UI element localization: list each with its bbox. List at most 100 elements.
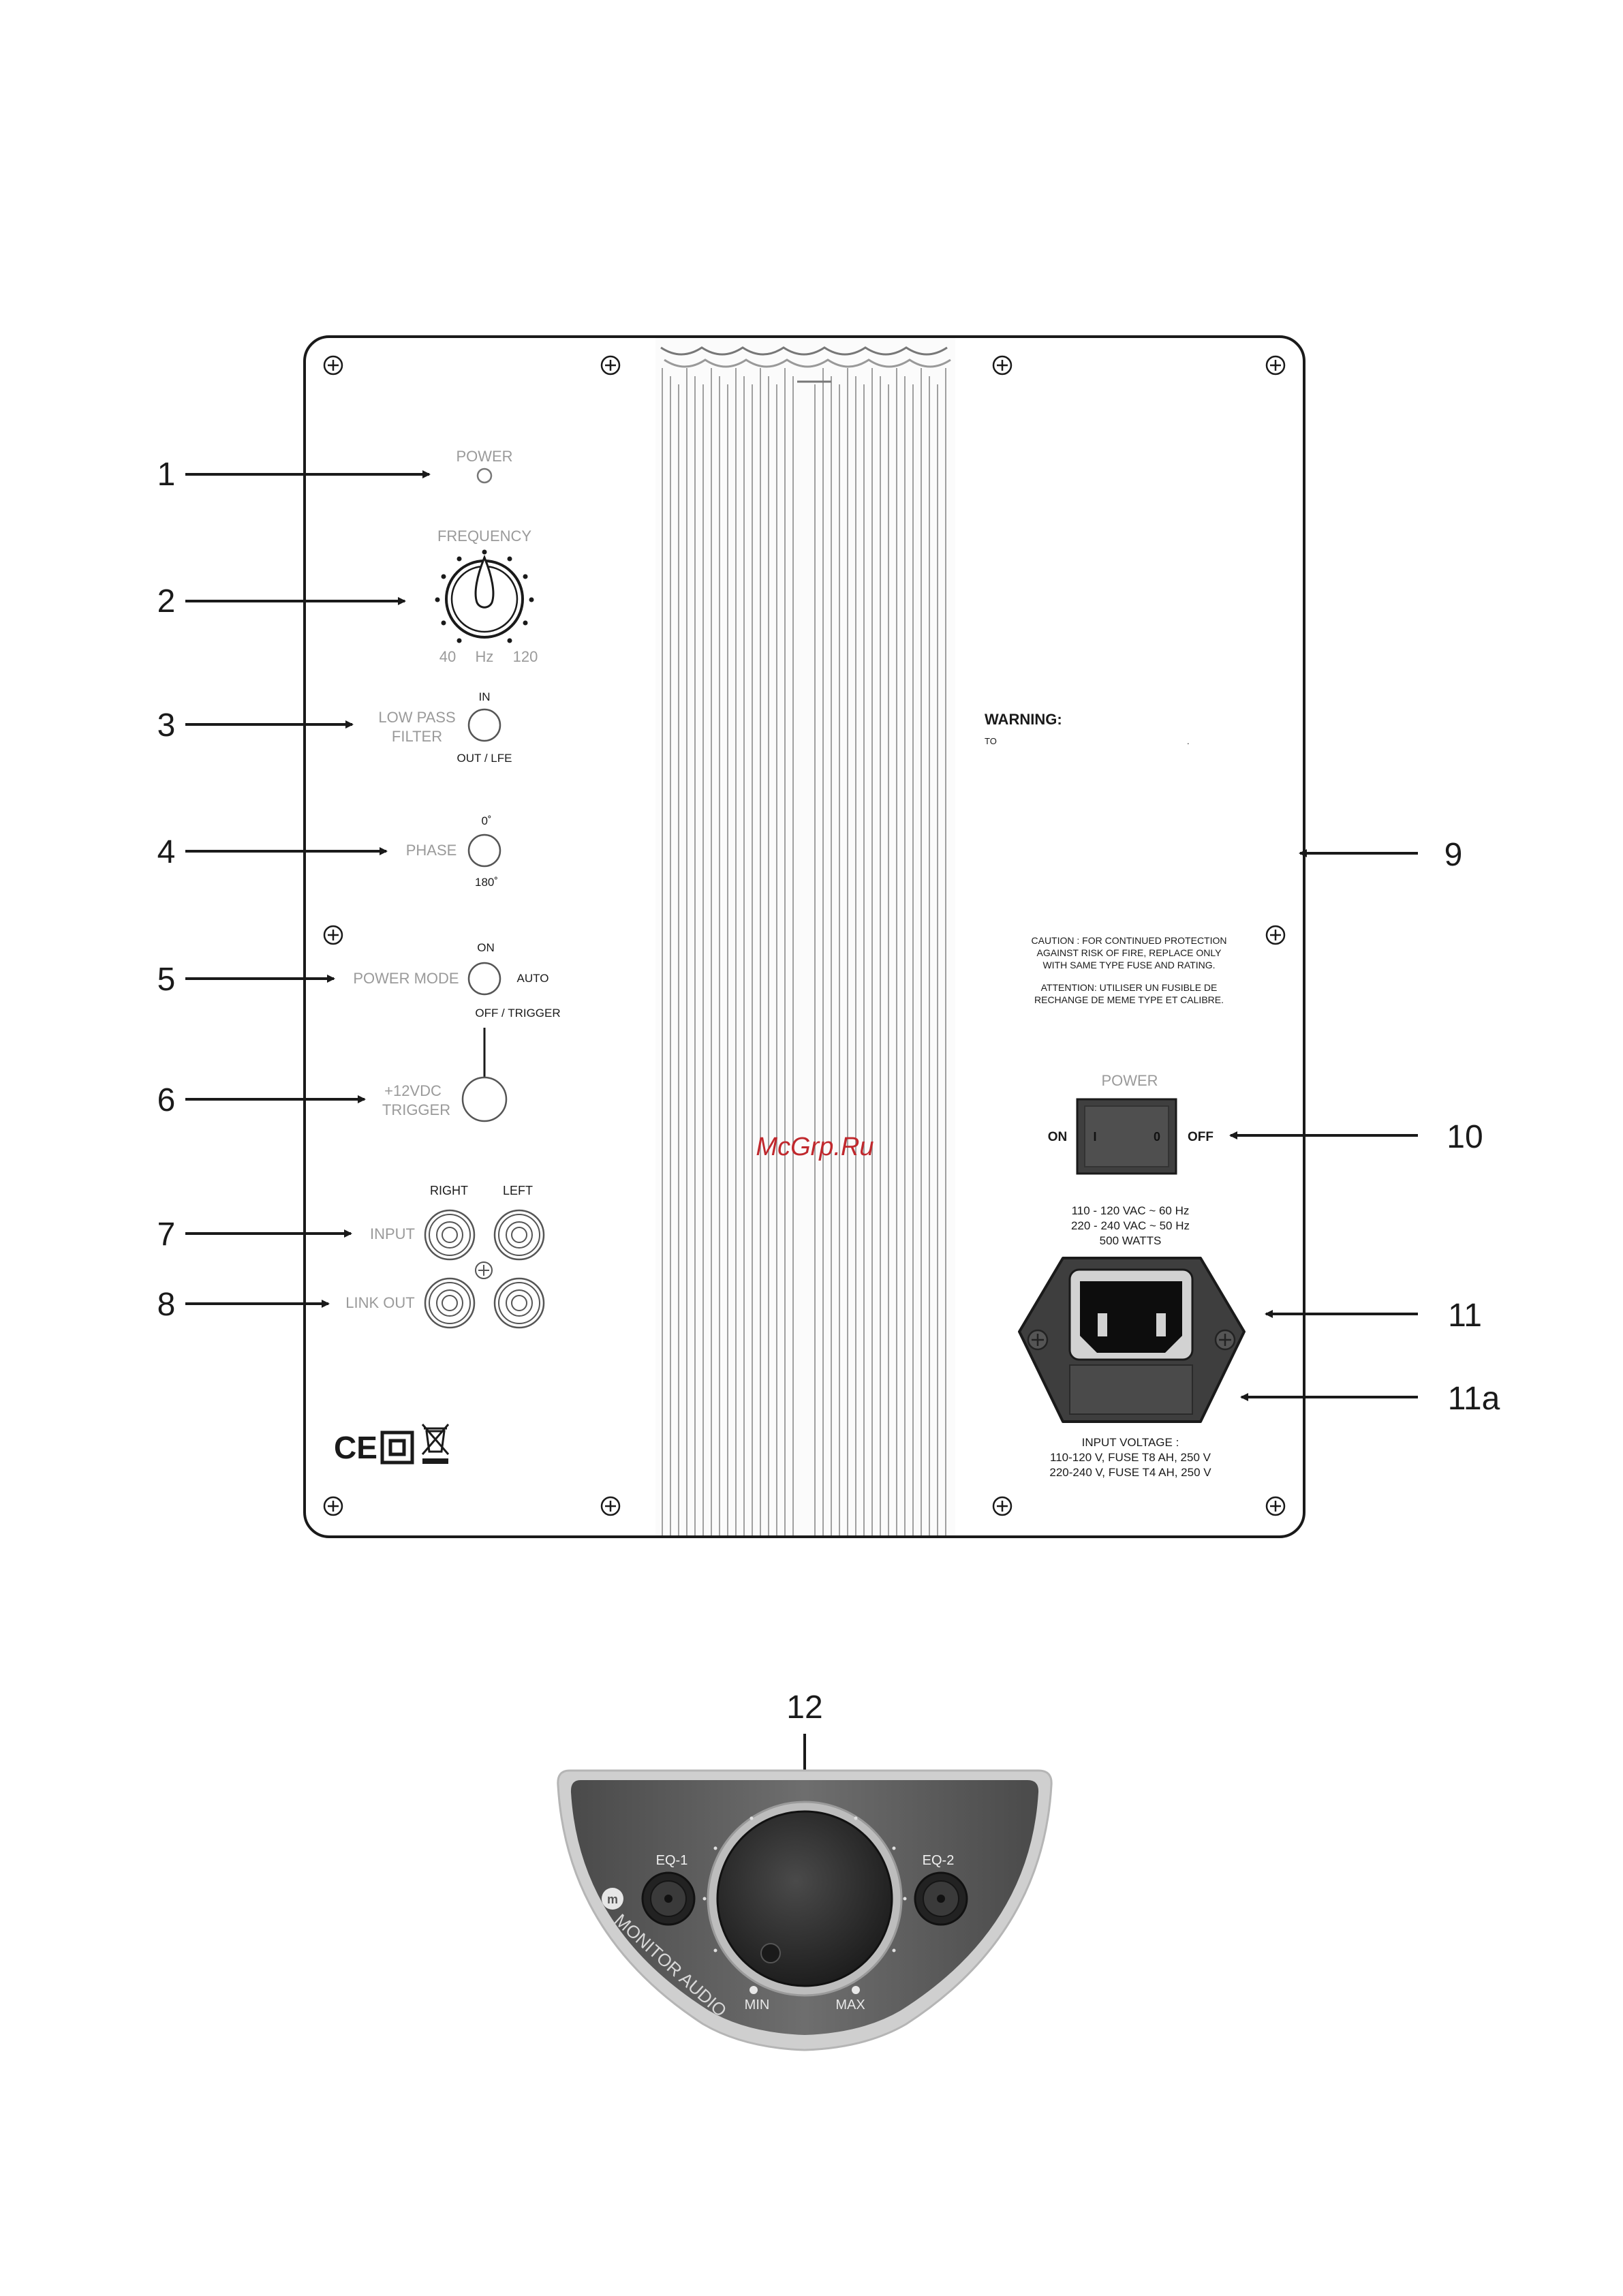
fuse-rating: INPUT VOLTAGE : 110-120 V, FUSE T8 AH, 2…	[1049, 1436, 1211, 1479]
power-mode-label: POWER MODE	[353, 970, 459, 987]
screw-icon	[1265, 355, 1286, 376]
callout-11a: 11a	[1448, 1381, 1500, 1417]
iec-power-inlet[interactable]	[1018, 1257, 1246, 1423]
link-out-right-rca[interactable]	[424, 1277, 476, 1329]
caution-notice: CAUTION : FOR CONTINUED PROTECTION AGAIN…	[1032, 935, 1227, 1005]
lpf-label-line2: FILTER	[392, 728, 442, 745]
screw-icon	[992, 1496, 1013, 1516]
eq2-label: EQ-2	[923, 1853, 955, 1868]
knob-scale-ticks	[702, 1816, 907, 1953]
power-mode-switch[interactable]	[467, 962, 501, 996]
link-out-left-rca[interactable]	[493, 1277, 545, 1329]
phase-label: PHASE	[406, 842, 457, 859]
power-mode-auto-label: AUTO	[517, 972, 549, 985]
switch-on-label: ON	[1048, 1130, 1068, 1144]
callout-4: 4	[157, 834, 176, 870]
svg-text:110-120 V, FUSE T8 AH, 250 V: 110-120 V, FUSE T8 AH, 250 V	[1050, 1451, 1211, 1464]
ground-screw-icon	[475, 1261, 493, 1279]
svg-text:500 WATTS: 500 WATTS	[1100, 1234, 1162, 1247]
svg-text:I: I	[1093, 1130, 1096, 1144]
phase-180-label: 180˚	[475, 876, 498, 889]
trigger-jack[interactable]	[461, 1076, 508, 1122]
knob-indicator-dot	[760, 1943, 781, 1963]
monitor-audio-logo-icon: m	[602, 1888, 623, 1910]
screw-icon	[600, 355, 621, 376]
screw-icon	[323, 925, 343, 945]
warning-text-end: .	[1187, 736, 1190, 746]
watermark: McGrp.Ru	[756, 1133, 874, 1161]
volume-knob[interactable]	[716, 1810, 893, 1987]
svg-text:110 - 120 VAC ~ 60 Hz: 110 - 120 VAC ~ 60 Hz	[1072, 1204, 1190, 1217]
callout-arrows	[185, 470, 1418, 1877]
input-label: INPUT	[370, 1225, 415, 1242]
callout-10: 10	[1447, 1119, 1483, 1155]
input-right-rca[interactable]	[424, 1209, 476, 1261]
min-label: MIN	[745, 1997, 770, 2012]
frequency-knob[interactable]	[435, 549, 534, 643]
link-out-label: LINK OUT	[345, 1294, 414, 1311]
switch-off-label: OFF	[1188, 1130, 1214, 1144]
svg-text:ATTENTION: UTILISER UN FUSIBLE: ATTENTION: UTILISER UN FUSIBLE DE	[1041, 982, 1218, 993]
svg-text:AGAINST RISK OF FIRE, REPLACE: AGAINST RISK OF FIRE, REPLACE ONLY	[1037, 947, 1222, 958]
svg-text:0: 0	[1154, 1130, 1160, 1144]
power-rocker-switch[interactable]: I 0	[1076, 1098, 1177, 1175]
svg-text:INPUT VOLTAGE :: INPUT VOLTAGE :	[1082, 1436, 1179, 1449]
callout-3: 3	[157, 707, 176, 744]
power-led	[476, 468, 493, 484]
lpf-out-label: OUT / LFE	[457, 752, 512, 765]
callout-2: 2	[157, 583, 176, 619]
callout-8: 8	[157, 1287, 176, 1323]
input-right-label: RIGHT	[430, 1184, 468, 1197]
screw-icon	[992, 355, 1013, 376]
power-led-label: POWER	[456, 448, 512, 465]
frequency-label: FREQUENCY	[437, 527, 531, 545]
callout-5: 5	[157, 962, 176, 998]
callout-9: 9	[1444, 837, 1463, 873]
freq-max-label: 120	[513, 648, 538, 665]
power-mode-off-label: OFF / TRIGGER	[475, 1007, 560, 1020]
warning-text: TO	[985, 736, 997, 746]
freq-min-label: 40	[439, 648, 456, 665]
screw-icon	[323, 355, 343, 376]
power-mode-on-label: ON	[477, 941, 495, 954]
lpf-switch[interactable]	[467, 708, 501, 742]
trigger-label-line1: +12VDC	[384, 1082, 442, 1099]
svg-text:RECHANGE DE MEME TYPE ET CALIB: RECHANGE DE MEME TYPE ET CALIBRE.	[1034, 994, 1224, 1005]
eq-controller: MIN MAX EQ-1 EQ-2 m MONITOR AUDIO	[557, 1769, 1053, 2051]
phase-switch[interactable]	[467, 833, 501, 868]
callout-7: 7	[157, 1216, 176, 1253]
svg-text:m: m	[607, 1893, 618, 1906]
ce-mark: CE	[334, 1430, 377, 1465]
freq-unit-label: Hz	[476, 648, 494, 665]
weee-bin-icon	[421, 1424, 450, 1464]
warning-title: WARNING:	[985, 711, 1062, 728]
phase-0-label: 0˚	[481, 814, 491, 827]
svg-text:220-240 V, FUSE T4 AH, 250 V: 220-240 V, FUSE T4 AH, 250 V	[1049, 1466, 1211, 1479]
svg-text:WITH SAME TYPE FUSE AND RATING: WITH SAME TYPE FUSE AND RATING.	[1042, 960, 1215, 970]
power-rating: 110 - 120 VAC ~ 60 Hz 220 - 240 VAC ~ 50…	[1071, 1204, 1190, 1247]
eq1-label: EQ-1	[656, 1853, 688, 1868]
max-marker	[852, 1986, 860, 1994]
callout-6: 6	[157, 1082, 176, 1118]
svg-text:220 - 240 VAC ~ 50 Hz: 220 - 240 VAC ~ 50 Hz	[1071, 1219, 1190, 1232]
max-label: MAX	[835, 1997, 865, 2012]
lpf-label-line1: LOW PASS	[378, 709, 455, 726]
screw-icon	[323, 1496, 343, 1516]
input-left-rca[interactable]	[493, 1209, 545, 1261]
eq1-button[interactable]	[641, 1871, 696, 1926]
power-switch-label: POWER	[1101, 1072, 1158, 1089]
screw-icon	[1265, 925, 1286, 945]
heatsink	[655, 338, 955, 1535]
svg-text:CAUTION : FOR CONTINUED PROTEC: CAUTION : FOR CONTINUED PROTECTION	[1032, 935, 1227, 946]
callout-1: 1	[157, 457, 176, 493]
callout-12: 12	[786, 1689, 822, 1726]
double-insulation-icon	[380, 1430, 414, 1465]
input-left-label: LEFT	[503, 1184, 533, 1197]
min-marker	[749, 1986, 758, 1994]
eq2-button[interactable]	[914, 1871, 968, 1926]
lpf-in-label: IN	[479, 690, 491, 703]
trigger-label-line2: TRIGGER	[382, 1101, 450, 1118]
callout-numbers: 1 2 3 4 5 6 7 8 9 10 11 11a 12	[157, 457, 1500, 1726]
callout-11: 11	[1448, 1298, 1482, 1334]
